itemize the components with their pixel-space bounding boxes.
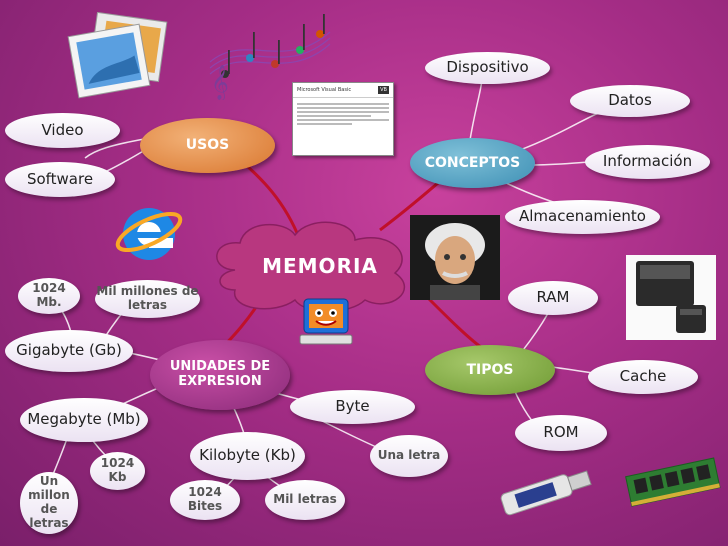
note-1024-bites: 1024 Bites — [170, 480, 240, 520]
document-screenshot: Microsoft Visual Basic VB — [292, 82, 394, 156]
central-topic: MEMORIA — [262, 253, 378, 278]
item-ram: RAM — [508, 281, 598, 315]
note-1024-mb: 1024 Mb. — [18, 278, 80, 314]
item-byte: Byte — [290, 390, 415, 424]
usb-drive-photo — [500, 470, 592, 516]
svg-text:𝄞: 𝄞 — [211, 65, 229, 100]
note-1024-kb: 1024 Kb — [90, 452, 145, 490]
item-dispositivo: Dispositivo — [425, 52, 550, 84]
item-video: Video — [5, 113, 120, 148]
item-megabyte: Megabyte (Mb) — [20, 398, 148, 442]
hub-tipos: TIPOS — [425, 345, 555, 395]
item-gigabyte: Gigabyte (Gb) — [5, 330, 133, 372]
note-una-letra: Una letra — [370, 435, 448, 477]
photos-icon — [67, 12, 168, 99]
hub-conceptos: CONCEPTOS — [410, 138, 535, 188]
center-cloud-shape — [216, 221, 406, 312]
item-almacenamiento: Almacenamiento — [505, 200, 660, 234]
item-datos: Datos — [570, 85, 690, 117]
note-mil-letras: Mil letras — [265, 480, 345, 520]
document-title: Microsoft Visual Basic — [297, 87, 352, 93]
music-notes-icon: 𝄞 — [209, 14, 331, 100]
computer-mascot-icon — [299, 298, 353, 345]
item-rom: ROM — [515, 415, 607, 451]
item-software: Software — [5, 162, 115, 197]
hub-usos: USOS — [140, 118, 275, 173]
note-mil-millones: Mil millones de letras — [95, 280, 200, 318]
note-un-millon: Un millon de letras — [20, 472, 78, 534]
item-informacion: Información — [585, 145, 710, 179]
internet-explorer-icon — [115, 208, 183, 260]
document-badge: VB — [378, 86, 389, 94]
ram-module-photo — [625, 457, 721, 507]
item-kilobyte: Kilobyte (Kb) — [190, 432, 305, 480]
memory-card-photo — [626, 255, 716, 340]
item-cache: Cache — [588, 360, 698, 394]
einstein-photo — [410, 215, 500, 300]
hub-unidades: UNIDADES DE EXPRESION — [150, 340, 290, 410]
